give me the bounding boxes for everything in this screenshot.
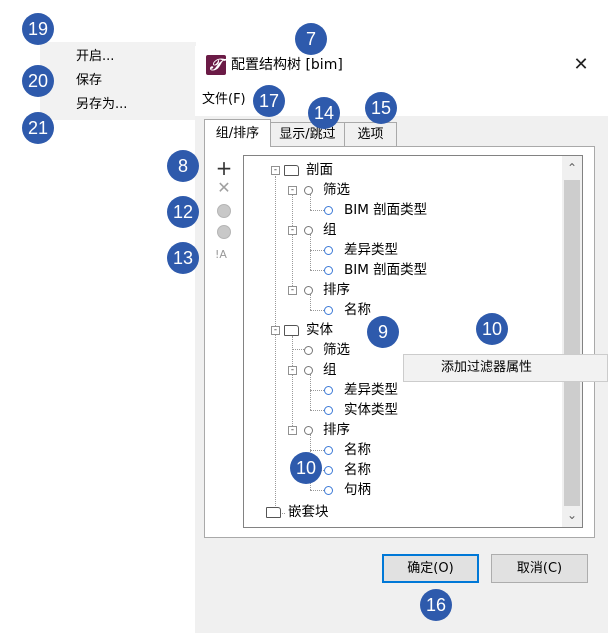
property-circle-icon (324, 486, 333, 495)
dialog-title: 配置结构树 [bim] (231, 57, 343, 73)
tree-node-property[interactable]: 名称 (344, 462, 371, 478)
tree-line (310, 234, 311, 270)
node-circle-icon (304, 346, 313, 355)
callout-marker: 8 (167, 150, 199, 182)
folder-open-icon (266, 507, 281, 518)
property-circle-icon (324, 206, 333, 215)
tree-node-sort[interactable]: 排序 (323, 282, 350, 298)
tree-node-property[interactable]: 句柄 (344, 482, 371, 498)
tree-node-property[interactable]: 差异类型 (344, 242, 398, 258)
node-circle-icon (304, 286, 313, 295)
collapse-toggle[interactable]: - (288, 285, 297, 295)
tree-line (310, 294, 311, 310)
callout-marker: 19 (22, 13, 54, 45)
tree-line (310, 490, 324, 491)
folder-open-icon (284, 325, 299, 336)
menu-item-save[interactable]: 保存 (76, 73, 103, 88)
tree-node-property[interactable]: 名称 (344, 442, 371, 458)
app-icon: 𝒯 (206, 55, 226, 75)
property-circle-icon (324, 466, 333, 475)
tree-node-group[interactable]: 组 (323, 362, 337, 378)
tree-line (292, 194, 293, 292)
tree-line (310, 310, 324, 311)
remove-icon[interactable]: ✕ (217, 178, 231, 197)
tree-line (310, 270, 324, 271)
menu-file[interactable]: 文件(F) (202, 92, 246, 107)
collapse-toggle[interactable]: - (271, 325, 280, 335)
node-circle-icon (304, 366, 313, 375)
collapse-toggle[interactable]: - (288, 225, 297, 235)
tree-node-property[interactable]: BIM 剖面类型 (344, 202, 428, 218)
tree-node-sort[interactable]: 排序 (323, 422, 350, 438)
attribute-icon[interactable]: !A (215, 248, 227, 261)
node-circle-icon (304, 186, 313, 195)
property-circle-icon (324, 446, 333, 455)
tree-node-filter[interactable]: 筛选 (323, 342, 350, 358)
scroll-up-icon[interactable]: ⌃ (566, 161, 578, 175)
tree-line (310, 410, 324, 411)
title-bar (195, 46, 608, 84)
property-circle-icon (324, 386, 333, 395)
tree-line (310, 194, 311, 210)
collapse-toggle[interactable]: - (288, 185, 297, 195)
tab-group-sort[interactable]: 组/排序 (204, 119, 271, 147)
tree-node-section[interactable]: 剖面 (306, 162, 333, 178)
move-down-icon[interactable] (217, 225, 231, 239)
property-circle-icon (324, 406, 333, 415)
tree-line (310, 210, 324, 211)
tree-node-filter[interactable]: 筛选 (323, 182, 350, 198)
scrollbar-thumb[interactable] (564, 180, 580, 506)
tree-node-nested-block[interactable]: 嵌套块 (288, 504, 329, 520)
callout-marker: 10 (290, 452, 322, 484)
callout-marker: 15 (365, 92, 397, 124)
property-circle-icon (324, 306, 333, 315)
callout-marker: 14 (308, 97, 340, 129)
tree-node-group[interactable]: 组 (323, 222, 337, 238)
menu-item-save-as[interactable]: 另存为... (76, 97, 128, 112)
tree-line (310, 250, 324, 251)
callout-marker: 16 (420, 589, 452, 621)
scroll-down-icon[interactable]: ⌄ (566, 508, 578, 522)
tree-node-property[interactable]: 名称 (344, 302, 371, 318)
property-circle-icon (324, 266, 333, 275)
tree-node-entity[interactable]: 实体 (306, 322, 333, 338)
folder-open-icon (284, 165, 299, 176)
collapse-toggle[interactable]: - (271, 165, 280, 175)
close-button[interactable]: ✕ (573, 54, 589, 75)
tree-line (310, 390, 324, 391)
tree-node-property[interactable]: BIM 剖面类型 (344, 262, 428, 278)
tab-options[interactable]: 选项 (344, 122, 397, 146)
callout-marker: 21 (22, 112, 54, 144)
add-icon[interactable]: + (215, 156, 233, 180)
menu-item-add-filter-property[interactable]: 添加过滤器属性 (441, 360, 533, 375)
callout-marker: 10 (476, 313, 508, 345)
menu-item-open[interactable]: 开启... (76, 49, 115, 64)
ok-button[interactable]: 确定(O) (382, 554, 479, 583)
node-circle-icon (304, 226, 313, 235)
structure-tree[interactable]: - 剖面 - 筛选 BIM 剖面类型 - 组 差异类型 BIM 剖面类型 - 排… (243, 155, 583, 528)
tree-line (310, 450, 324, 451)
context-menu (403, 354, 608, 382)
tree-node-property[interactable]: 实体类型 (344, 402, 398, 418)
tree-line (275, 176, 276, 514)
cancel-button[interactable]: 取消(C) (491, 554, 588, 583)
move-up-icon[interactable] (217, 204, 231, 218)
callout-marker: 7 (295, 23, 327, 55)
tree-node-property[interactable]: 差异类型 (344, 382, 398, 398)
callout-marker: 20 (22, 65, 54, 97)
file-dropdown-menu: 开启... 保存 另存为... (40, 42, 196, 120)
node-circle-icon (304, 426, 313, 435)
property-circle-icon (324, 246, 333, 255)
callout-marker: 12 (167, 196, 199, 228)
tree-line (292, 336, 293, 434)
collapse-toggle[interactable]: - (288, 365, 297, 375)
callout-marker: 17 (253, 85, 285, 117)
callout-marker: 13 (167, 242, 199, 274)
tree-line (292, 349, 306, 350)
callout-marker: 9 (367, 316, 399, 348)
collapse-toggle[interactable]: - (288, 425, 297, 435)
tree-line (310, 374, 311, 410)
